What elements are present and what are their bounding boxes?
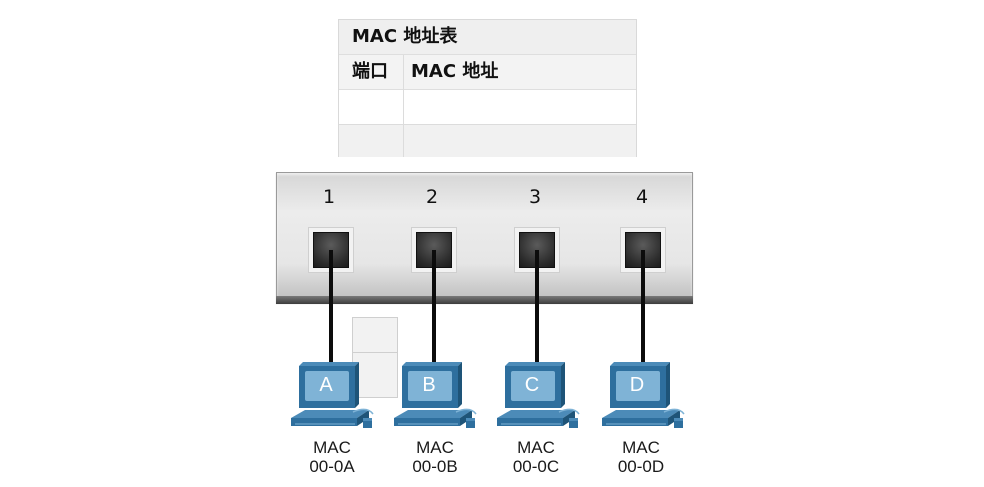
cable-port-2-to-host-b [432,250,436,368]
mac-caption: MAC [416,438,454,457]
host-b-mac-label: MAC 00-0B [390,438,480,476]
port-number-1: 1 [322,186,336,208]
mac-table-row [339,90,636,363]
mac-table-row [339,125,636,398]
host-letter: B [422,374,436,396]
host-letter: A [319,374,333,396]
host-pc-d: D [598,360,688,436]
host-pc-a: A [287,360,377,436]
cable-port-1-to-host-a [329,250,333,368]
mac-table-header-mac: MAC 地址 [411,61,499,82]
computer-icon [497,362,580,428]
computer-icon [394,362,477,428]
mac-address: 00-0C [512,457,560,476]
mac-table-column-divider [403,55,404,157]
mac-address: 00-0D [617,457,665,476]
port-number-3: 3 [528,186,542,208]
mac-address: 00-0A [309,457,355,476]
mac-caption: MAC [622,438,660,457]
host-pc-c: C [493,360,583,436]
host-letter: D [629,374,645,396]
mac-table-header-row: 端口 MAC 地址 [339,55,636,90]
host-pc-b: B [390,360,480,436]
port-number-2: 2 [425,186,439,208]
mac-caption: MAC [313,438,351,457]
host-d-mac-label: MAC 00-0D [596,438,686,476]
port-number-4: 4 [635,186,649,208]
cable-port-3-to-host-c [535,250,539,368]
computer-icon [291,362,374,428]
mac-table-header-port: 端口 [352,61,388,82]
mac-table-title: MAC 地址表 [339,20,636,55]
mac-caption: MAC [517,438,555,457]
computer-icon [602,362,685,428]
host-c-mac-label: MAC 00-0C [491,438,581,476]
mac-address-table: MAC 地址表 端口 MAC 地址 [338,19,637,398]
switch-base-edge [276,296,693,304]
host-letter: C [524,374,540,396]
host-a-mac-label: MAC 00-0A [287,438,377,476]
cable-port-4-to-host-d [641,250,645,368]
mac-address: 00-0B [412,457,458,476]
